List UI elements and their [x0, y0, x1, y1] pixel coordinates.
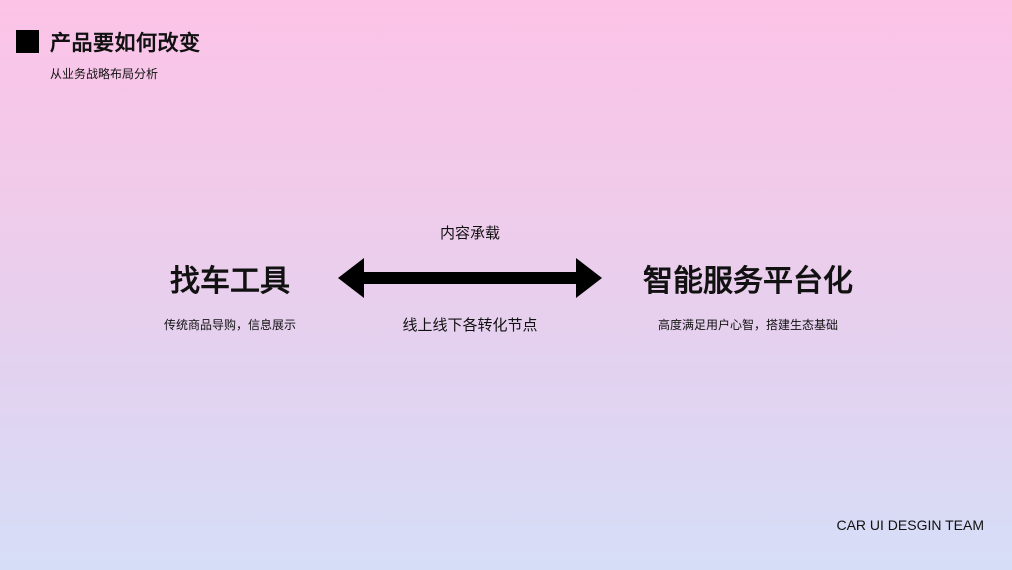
title-marker-square: [16, 30, 39, 53]
arrow-top-label: 内容承载: [439, 224, 500, 242]
arrow-bottom-label: 线上线下各转化节点: [402, 316, 538, 334]
left-description: 传统商品导购，信息展示: [163, 318, 296, 332]
page-subtitle: 从业务战略布局分析: [50, 67, 159, 81]
right-heading: 智能服务平台化: [643, 264, 853, 299]
double-arrow-icon: [338, 258, 602, 298]
left-heading: 找车工具: [170, 264, 290, 299]
team-credit: CAR UI DESGIN TEAM: [836, 517, 984, 533]
page-title: 产品要如何改变: [50, 31, 201, 55]
right-description: 高度满足用户心智，搭建生态基础: [657, 318, 838, 332]
